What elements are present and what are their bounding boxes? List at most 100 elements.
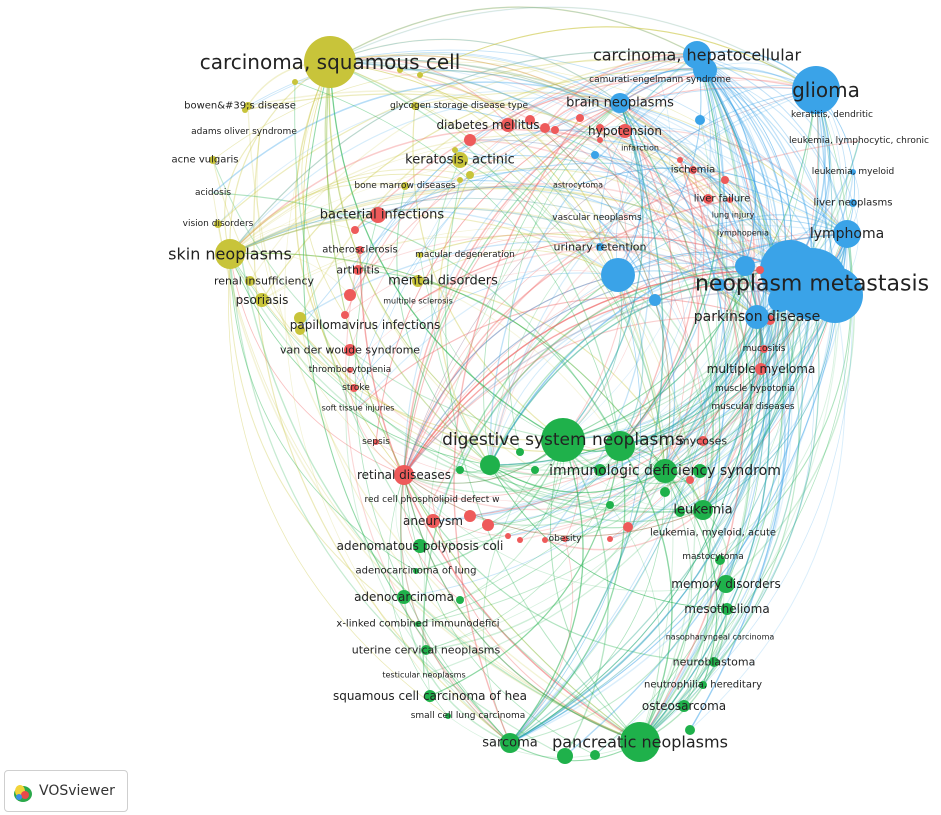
node-unlabeled[interactable] (542, 537, 548, 543)
node-unlabeled[interactable] (351, 226, 359, 234)
node-label[interactable]: red cell phospholipid defect w (365, 495, 500, 505)
node-label[interactable]: glioma (792, 78, 860, 102)
node-unlabeled[interactable] (591, 151, 599, 159)
node-unlabeled[interactable] (715, 555, 725, 565)
node-label[interactable]: mesothelioma (684, 602, 769, 616)
node-circle[interactable] (698, 436, 708, 446)
node-label[interactable]: carcinoma, hepatocellular (593, 46, 801, 65)
node-label[interactable]: mental disorders (388, 274, 498, 289)
node-unlabeled[interactable] (756, 266, 764, 274)
node-circle[interactable] (445, 713, 451, 719)
node-circle[interactable] (344, 344, 356, 356)
node-unlabeled[interactable] (605, 431, 635, 461)
node-label[interactable]: skin neoplasms (168, 245, 292, 264)
node-label[interactable]: psoriasis (236, 293, 289, 307)
node-circle[interactable] (413, 539, 427, 553)
node-circle[interactable] (452, 152, 468, 168)
node-circle[interactable] (417, 252, 423, 258)
node-circle[interactable] (541, 418, 585, 462)
node-label[interactable]: adenocarcinoma of lung (355, 566, 476, 577)
node-label[interactable]: muscular diseases (711, 402, 795, 412)
node-unlabeled[interactable] (601, 258, 635, 292)
node-label[interactable]: pancreatic neoplasms (552, 733, 728, 752)
node-label[interactable]: vision disorders (183, 219, 254, 229)
node-unlabeled[interactable] (693, 464, 707, 478)
node-label[interactable]: adenocarcinoma (354, 590, 454, 604)
node-label[interactable]: acidosis (195, 188, 231, 198)
node-label[interactable]: x-linked combined immunodefici (336, 619, 499, 630)
node-label[interactable]: van der woude syndrome (280, 344, 420, 357)
node-circle[interactable] (760, 345, 768, 353)
node-circle[interactable] (214, 220, 222, 228)
node-label[interactable]: acne vulgaris (172, 155, 239, 166)
node-label[interactable]: soft tissue injuries (322, 404, 395, 413)
node-unlabeled[interactable] (686, 476, 694, 484)
node-label[interactable]: lung injury (712, 211, 755, 220)
node-circle[interactable] (415, 621, 421, 627)
node-unlabeled[interactable] (417, 72, 423, 78)
node-unlabeled[interactable] (623, 522, 633, 532)
node-label[interactable]: arthritis (336, 264, 379, 277)
node-unlabeled[interactable] (464, 510, 476, 522)
node-label[interactable]: carcinoma, squamous cell (200, 50, 461, 74)
node-unlabeled[interactable] (677, 157, 683, 163)
node-unlabeled[interactable] (397, 67, 403, 73)
node-label[interactable]: leukemia, myeloid (812, 167, 895, 177)
node-circle[interactable] (401, 182, 409, 190)
node-label[interactable]: liver neoplasms (814, 198, 893, 209)
node-unlabeled[interactable] (517, 537, 523, 543)
node-circle[interactable] (850, 169, 856, 175)
node-label[interactable]: renal insufficiency (214, 275, 315, 288)
node-circle[interactable] (245, 276, 255, 286)
node-label[interactable]: adenomatous polyposis coli (337, 539, 504, 553)
node-unlabeled[interactable] (727, 197, 733, 203)
node-circle[interactable] (620, 722, 660, 762)
node-unlabeled[interactable] (606, 501, 614, 509)
node-circle[interactable] (683, 41, 711, 69)
node-unlabeled[interactable] (295, 325, 305, 335)
node-unlabeled[interactable] (590, 750, 600, 760)
node-circle[interactable] (356, 246, 364, 254)
node-circle[interactable] (717, 575, 735, 593)
node-circle[interactable] (653, 459, 677, 483)
node-label[interactable]: neuroblastoma (673, 656, 756, 669)
node-unlabeled[interactable] (505, 533, 511, 539)
node-circle[interactable] (562, 536, 568, 542)
node-label[interactable]: neutrophilia, hereditary (644, 680, 762, 691)
node-label[interactable]: thrombocytopenia (309, 365, 392, 375)
node-circle[interactable] (294, 312, 306, 324)
node-label[interactable]: atherosclerosis (322, 245, 397, 256)
node-unlabeled[interactable] (344, 289, 356, 301)
node-circle[interactable] (412, 275, 424, 287)
node-unlabeled[interactable] (456, 466, 464, 474)
node-label[interactable]: testicular neoplasms (382, 671, 465, 680)
node-unlabeled[interactable] (721, 176, 729, 184)
node-circle[interactable] (373, 439, 379, 445)
node-unlabeled[interactable] (675, 507, 685, 517)
node-label[interactable]: brain neoplasms (566, 96, 674, 111)
node-label[interactable]: osteosarcoma (642, 699, 726, 713)
node-label[interactable]: retinal diseases (357, 468, 451, 482)
node-circle[interactable] (244, 102, 252, 110)
node-label[interactable]: parkinson disease (694, 309, 820, 325)
node-label[interactable]: vascular neoplasms (552, 213, 642, 223)
node-circle[interactable] (394, 465, 414, 485)
node-circle[interactable] (703, 194, 713, 204)
node-unlabeled[interactable] (594, 464, 606, 476)
node-circle[interactable] (215, 239, 245, 269)
node-circle[interactable] (693, 500, 713, 520)
node-circle[interactable] (500, 733, 520, 753)
node-label[interactable]: leukemia, lymphocytic, chronic (789, 136, 929, 146)
node-label[interactable]: sarcoma (482, 736, 538, 751)
node-label[interactable]: urinary retention (554, 241, 647, 254)
node-label[interactable]: glycogen storage disease type (390, 101, 528, 111)
node-label[interactable]: leukemia, myeloid, acute (650, 528, 776, 539)
node-unlabeled[interactable] (525, 115, 535, 125)
node-unlabeled[interactable] (685, 725, 695, 735)
node-label[interactable]: uterine cervical neoplasms (352, 644, 501, 657)
node-unlabeled[interactable] (457, 177, 463, 183)
node-label[interactable]: macular degeneration (415, 250, 515, 260)
node-unlabeled[interactable] (540, 123, 550, 133)
node-label[interactable]: nasopharyngeal carcinoma (666, 633, 775, 642)
